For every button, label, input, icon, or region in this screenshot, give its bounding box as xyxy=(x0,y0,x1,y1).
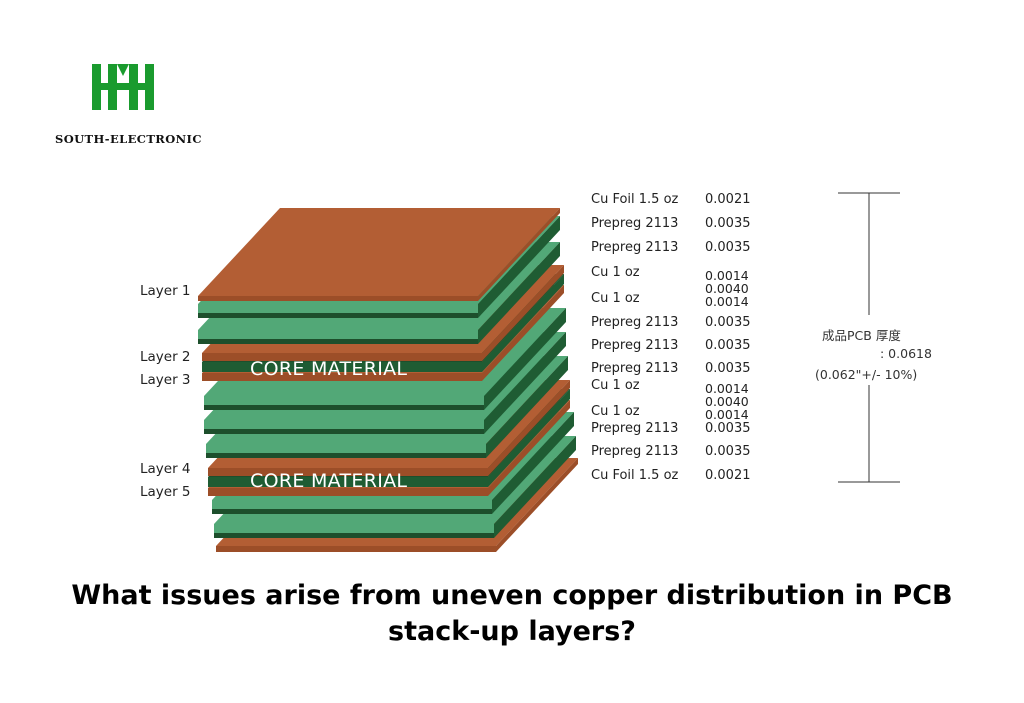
spec-value-2: 0.0035 xyxy=(705,216,751,231)
spec-value-14: 0.0035 xyxy=(705,444,751,459)
spec-name-7: Prepreg 2113 xyxy=(591,315,679,330)
spec-name-2: Prepreg 2113 xyxy=(591,216,679,231)
spec-value-1: 0.0021 xyxy=(705,192,751,207)
spec-name-1: Cu Foil 1.5 oz xyxy=(591,192,679,207)
layer-label-4: Layer 4 xyxy=(140,461,191,477)
spec-name-12: Cu 1 oz xyxy=(591,404,640,419)
spec-name-10: Cu 1 oz xyxy=(591,378,640,393)
layer-label-5: Layer 5 xyxy=(140,484,191,500)
spec-value-3: 0.0035 xyxy=(705,240,751,255)
spec-name-14: Prepreg 2113 xyxy=(591,444,679,459)
stack-sheet-1 xyxy=(198,208,560,301)
brand-name: SOUTH-ELECTRONIC xyxy=(55,132,202,146)
spec-name-13: Prepreg 2113 xyxy=(591,421,679,436)
thickness-label: 成品PCB 厚度 xyxy=(822,328,901,343)
core-material-label-lower: CORE MATERIAL xyxy=(250,470,408,492)
thickness-tolerance: (0.062"+/- 10%) xyxy=(815,367,918,382)
layer-label-2: Layer 2 xyxy=(140,349,191,365)
thickness-value: : 0.0618 xyxy=(880,346,932,361)
spec-name-3: Prepreg 2113 xyxy=(591,240,679,255)
spec-value-8: 0.0035 xyxy=(705,338,751,353)
spec-value-10: 0.0014 xyxy=(705,381,749,396)
spec-value-15: 0.0021 xyxy=(705,468,751,483)
spec-value-5: 0.0040 xyxy=(705,281,749,296)
spec-name-6: Cu 1 oz xyxy=(591,291,640,306)
spec-value-7: 0.0035 xyxy=(705,315,751,330)
spec-name-8: Prepreg 2113 xyxy=(591,338,679,353)
spec-value-11: 0.0040 xyxy=(705,394,749,409)
logo-crossbar xyxy=(92,83,154,90)
spec-value-9: 0.0035 xyxy=(705,361,751,376)
spec-name-9: Prepreg 2113 xyxy=(591,361,679,376)
page-title: What issues arise from uneven copper dis… xyxy=(71,580,953,647)
south-electronic-logo xyxy=(92,64,154,110)
spec-name-15: Cu Foil 1.5 oz xyxy=(591,468,679,483)
spec-value-13: 0.0035 xyxy=(705,421,751,436)
spec-value-4: 0.0014 xyxy=(705,268,749,283)
spec-value-12: 0.0014 xyxy=(705,407,749,422)
thickness-dimension-line xyxy=(838,192,900,483)
spec-value-6: 0.0014 xyxy=(705,294,749,309)
logo-notch xyxy=(117,64,129,76)
core-material-label-upper: CORE MATERIAL xyxy=(250,358,408,380)
layer-label-1: Layer 1 xyxy=(140,283,191,299)
layer-label-3: Layer 3 xyxy=(140,372,191,388)
spec-name-4: Cu 1 oz xyxy=(591,265,640,280)
